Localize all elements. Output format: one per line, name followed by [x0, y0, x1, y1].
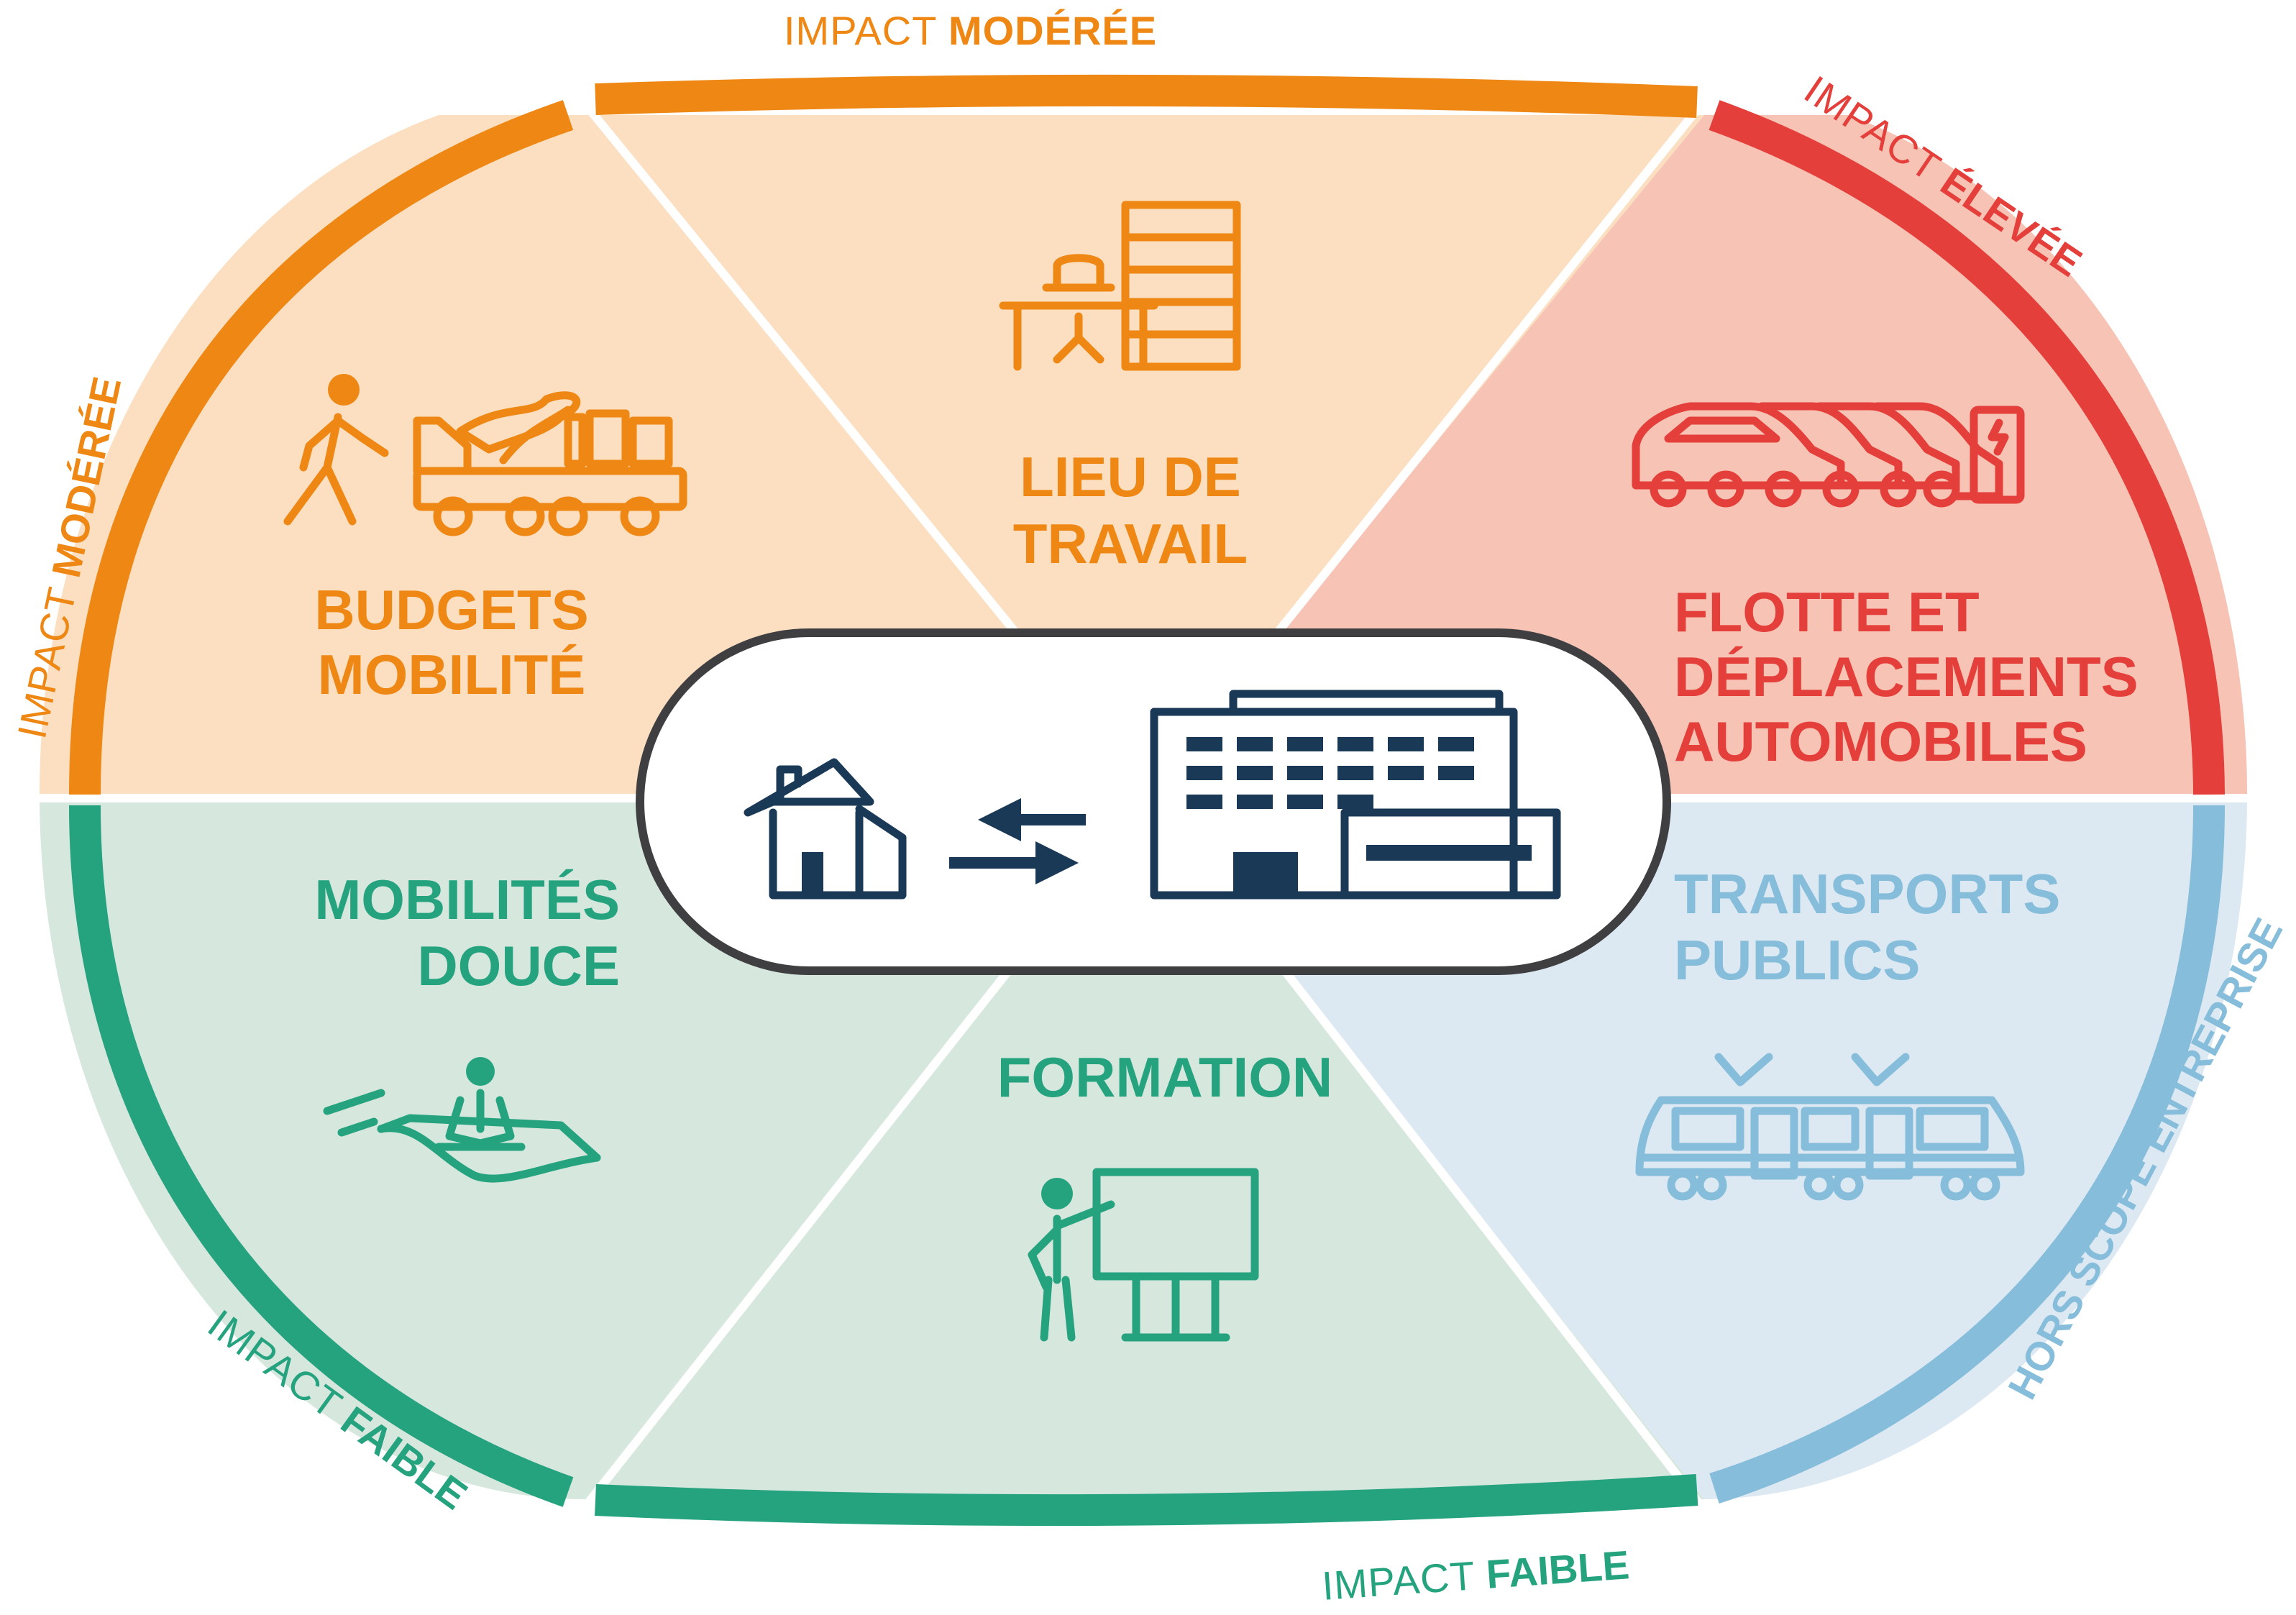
lieu-line2: TRAVAIL	[1013, 512, 1248, 575]
lieu-line1: LIEU DE	[1020, 445, 1241, 508]
walking-person-icon	[283, 374, 389, 526]
rim-mobilites	[69, 805, 574, 1507]
rim-label-top: IMPACT MODÉRÉE	[784, 8, 1157, 53]
meditation-carpet-icon	[323, 1057, 601, 1183]
rim-flotte	[1709, 100, 2225, 795]
segment-transports-title: TRANSPORTS PUBLICS	[1674, 862, 2060, 992]
rim	[69, 74, 2225, 1527]
sector-fills	[39, 98, 2248, 1499]
rim-top	[595, 74, 1698, 118]
budgets-icons	[283, 374, 687, 536]
budgets-line1: BUDGETS	[314, 578, 588, 641]
rim-transports	[1709, 805, 2225, 1504]
rim-label-bottom: IMPACT FAIBLE	[1320, 1542, 1630, 1609]
flotte-line1: FLOTTE ET	[1674, 580, 1980, 644]
budgets-line2: MOBILITÉ	[318, 643, 586, 706]
segment-mobilites-title: MOBILITÉS DOUCE	[314, 868, 620, 997]
house-icon	[744, 758, 907, 900]
mobilites-line1: MOBILITÉS	[314, 868, 620, 931]
teacher-board-icon	[1028, 1168, 1259, 1342]
formation-line1: FORMATION	[997, 1046, 1332, 1109]
sector-lieu-de-travail	[582, 115, 1704, 795]
transports-line1: TRANSPORTS	[1674, 862, 2060, 925]
flotte-line3: AUTOMOBILES	[1674, 710, 2087, 773]
mobilites-line2: DOUCE	[417, 934, 620, 997]
office-building-icon	[1150, 690, 1561, 900]
segment-budgets-title: BUDGETS MOBILITÉ	[314, 578, 588, 706]
desk-shelf-icon	[999, 201, 1241, 371]
central-commute-capsule	[636, 628, 1671, 975]
cars-charging-icon	[1632, 402, 2025, 508]
segment-lieu-title: LIEU DE TRAVAIL	[1013, 445, 1248, 575]
rim-formation	[595, 1474, 1698, 1527]
truck-icon	[413, 391, 687, 536]
segment-formation-title: FORMATION	[997, 1046, 1332, 1109]
tram-icon	[1635, 1053, 2025, 1201]
transports-line2: PUBLICS	[1674, 928, 1920, 992]
exchange-arrows-icon	[949, 798, 1086, 884]
sector-formation	[582, 795, 1704, 1499]
segment-flotte-title: FLOTTE ET DÉPLACEMENTS AUTOMOBILES	[1674, 580, 2139, 773]
flotte-line2: DÉPLACEMENTS	[1674, 645, 2139, 708]
rim-budgets	[69, 100, 574, 795]
